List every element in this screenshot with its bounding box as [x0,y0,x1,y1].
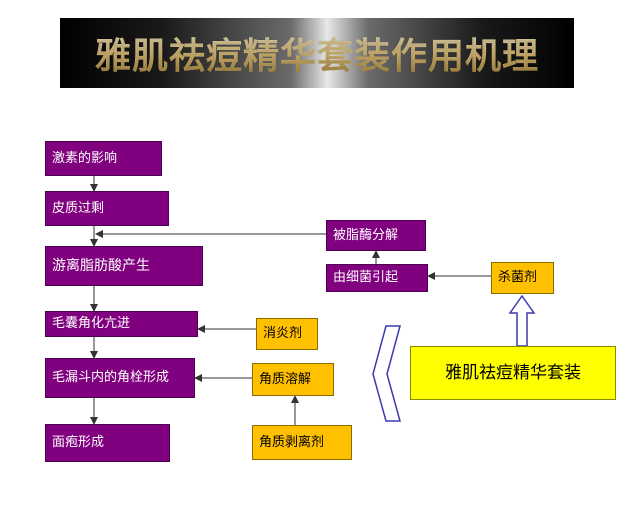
step-plug-formation: 毛漏斗内的角栓形成 [45,358,195,398]
cause-bacteria-label: 由细菌引起 [333,270,399,286]
product-box: 雅肌祛痘精华套装 [410,346,616,400]
step-keratinization: 毛囊角化亢进 [45,311,198,337]
bracket-shape [372,325,401,422]
action-exfoliant-label: 角质剥离剂 [259,434,325,450]
title-banner: 雅肌祛痘精华套装作用机理 [60,18,574,88]
product-label: 雅肌祛痘精华套装 [445,362,581,383]
cause-bacteria: 由细菌引起 [326,264,428,292]
step-fatty-acid: 游离脂肪酸产生 [45,246,203,286]
cause-lipase: 被脂酶分解 [326,220,426,251]
action-exfoliant: 角质剥离剂 [252,425,352,460]
cause-lipase-label: 被脂酶分解 [333,227,399,243]
action-keratin-dissolve: 角质溶解 [252,363,334,396]
hollow-arrow-product-to-antibacterial [508,294,536,347]
action-anti-inflammatory-label: 消炎剂 [263,326,303,342]
step-sebum-excess: 皮质过剩 [45,191,169,226]
step-acne: 面疱形成 [45,424,170,462]
step-plug-formation-label: 毛漏斗内的角栓形成 [52,370,170,386]
step-hormone-label: 激素的影响 [52,150,118,166]
step-hormone: 激素的影响 [45,141,162,176]
action-keratin-dissolve-label: 角质溶解 [259,371,312,387]
step-sebum-excess-label: 皮质过剩 [52,200,105,216]
step-acne-label: 面疱形成 [52,435,105,451]
step-fatty-acid-label: 游离脂肪酸产生 [52,257,150,274]
action-anti-inflammatory: 消炎剂 [256,318,318,350]
step-keratinization-label: 毛囊角化亢进 [52,316,131,332]
action-antibacterial-label: 杀菌剂 [498,270,538,286]
action-antibacterial: 杀菌剂 [491,262,554,294]
page-title: 雅肌祛痘精华套装作用机理 [95,27,539,79]
